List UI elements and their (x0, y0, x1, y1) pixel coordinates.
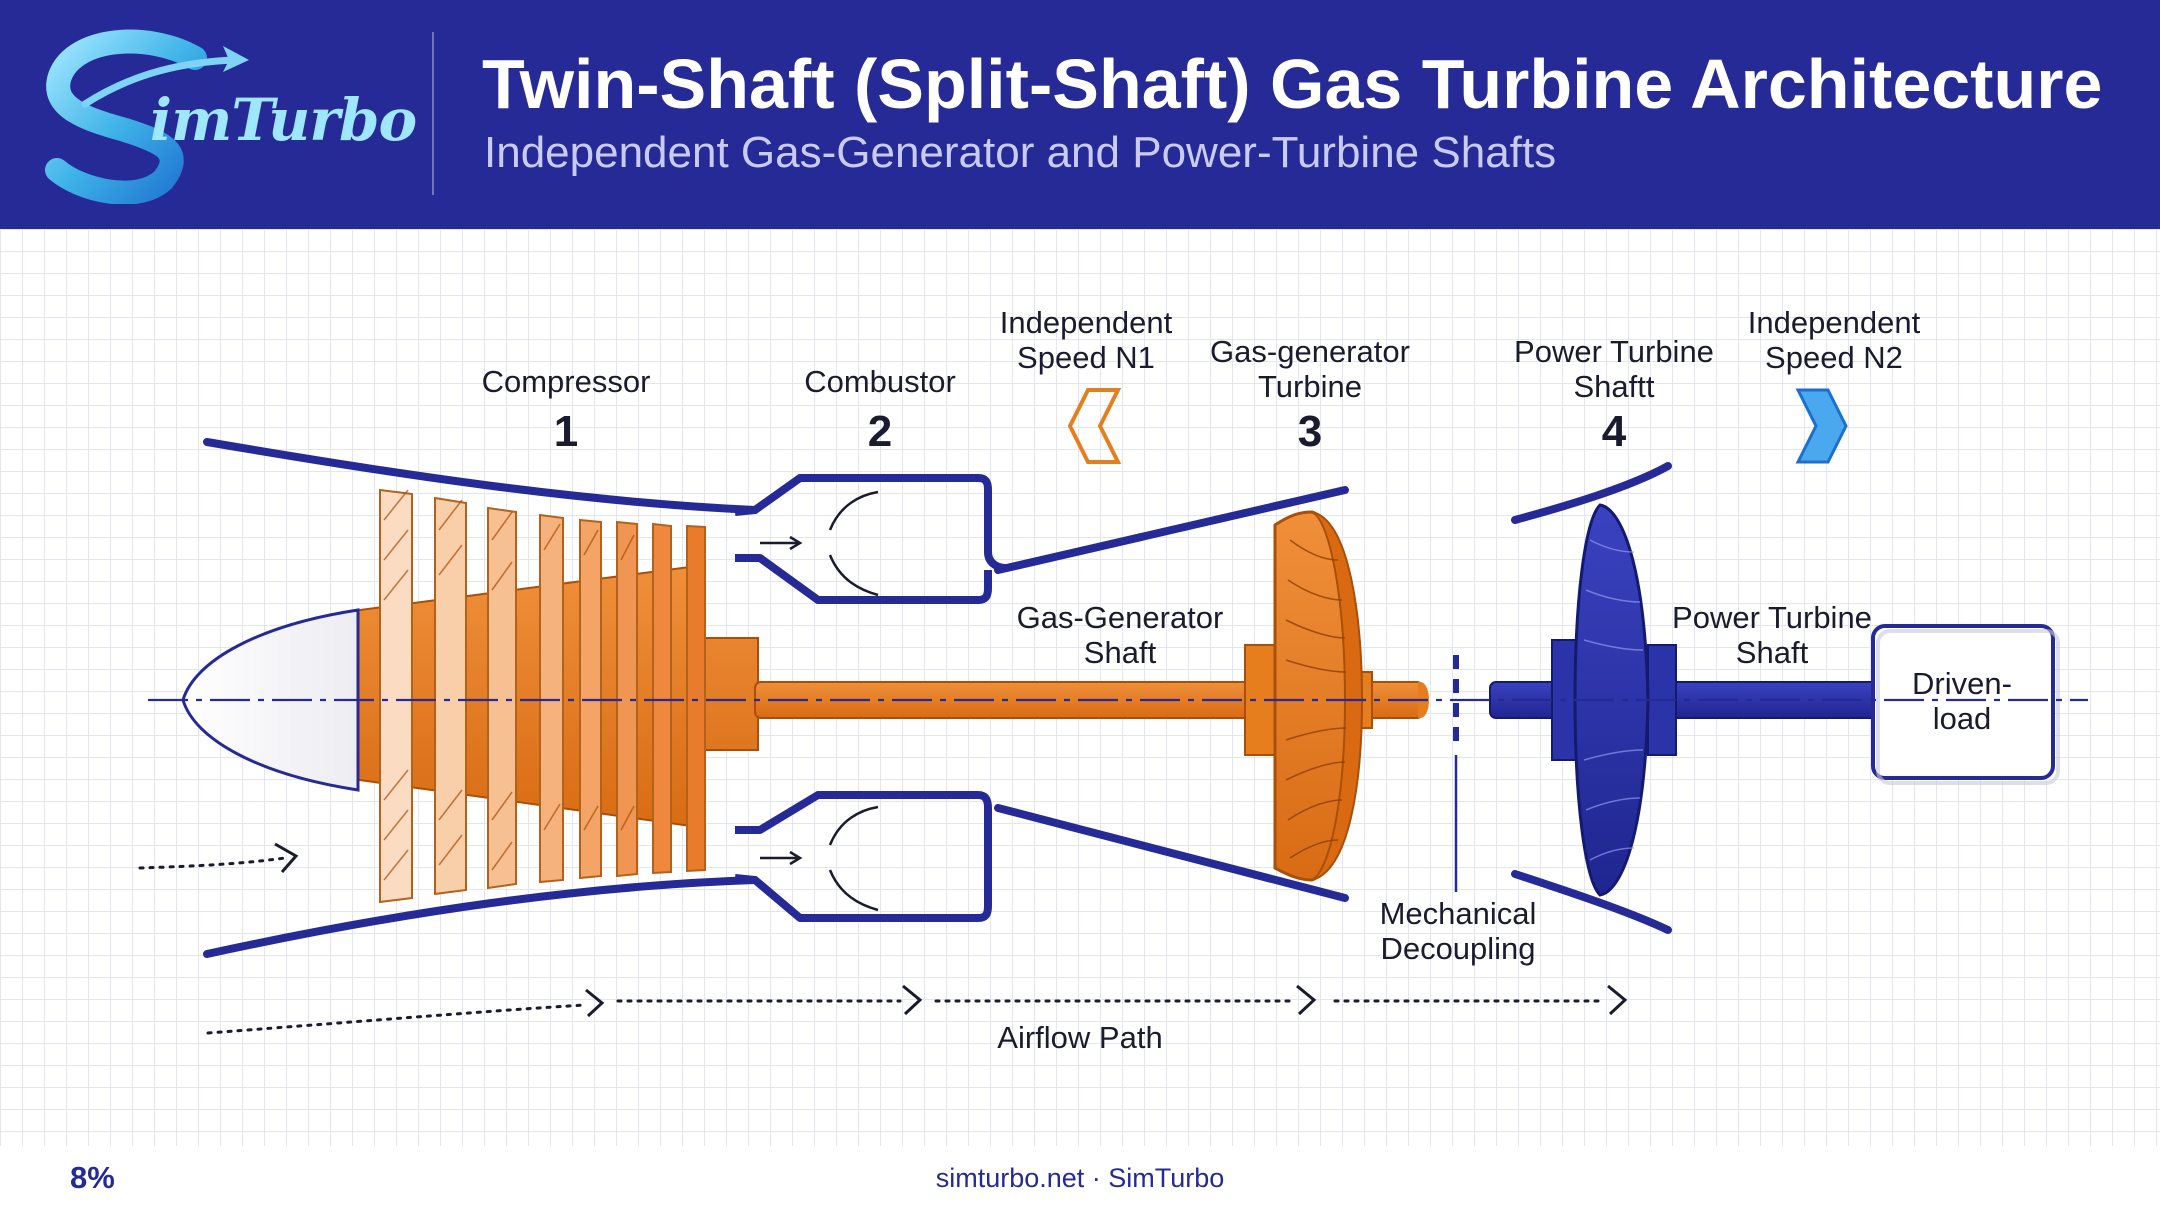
progress-indicator: 8% (70, 1160, 115, 1195)
pt-label-line2: Shaftt (1574, 369, 1655, 404)
speed-n1-line1: Independent (1000, 305, 1173, 340)
speed-n2-line2: Speed N2 (1765, 340, 1903, 375)
gg-turbine-label-line1: Gas-generator (1210, 334, 1410, 369)
speed-n2-line1: Independent (1748, 305, 1921, 340)
gg-turbine-number: 3 (1298, 407, 1322, 456)
footer-credit: simturbo.net · SimTurbo (935, 1163, 1225, 1193)
combustor-label: Combustor (804, 364, 956, 399)
speed-n1-line2: Speed N1 (1017, 340, 1155, 375)
simturbo-logo (45, 29, 249, 204)
compressor-label: Compressor (482, 364, 651, 399)
chevron-right-icon (1795, 388, 1848, 464)
airflow-label: Airflow Path (997, 1020, 1162, 1055)
pt-label-line1: Power Turbine (1514, 334, 1714, 369)
pt-shaft-label-line1: Power Turbine (1672, 600, 1872, 635)
pt-shaft-label-line2: Shaft (1736, 635, 1809, 670)
page-subtitle: Independent Gas-Generator and Power-Turb… (484, 128, 1557, 177)
decoupling-label-line1: Mechanical (1380, 896, 1537, 931)
gg-turbine-label-line2: Turbine (1258, 369, 1362, 404)
compressor-number: 1 (554, 407, 578, 456)
decoupling-label-line2: Decoupling (1380, 931, 1535, 966)
combustor-number: 2 (868, 407, 892, 456)
gg-shaft-label-line2: Shaft (1084, 635, 1157, 670)
page-title: Twin-Shaft (Split-Shaft) Gas Turbine Arc… (482, 45, 2103, 123)
header-divider (432, 32, 434, 195)
pt-number: 4 (1602, 407, 1627, 456)
chevron-left-icon (1067, 388, 1122, 464)
driven-load-line2: load (1933, 701, 1992, 736)
gg-shaft-label-line1: Gas-Generator (1017, 600, 1224, 635)
logo-wordmark: imTurbo (150, 86, 417, 154)
driven-load-line1: Driven- (1912, 666, 2012, 701)
header-banner: imTurbo Twin-Shaft (Split-Shaft) Gas Tur… (0, 0, 2160, 229)
